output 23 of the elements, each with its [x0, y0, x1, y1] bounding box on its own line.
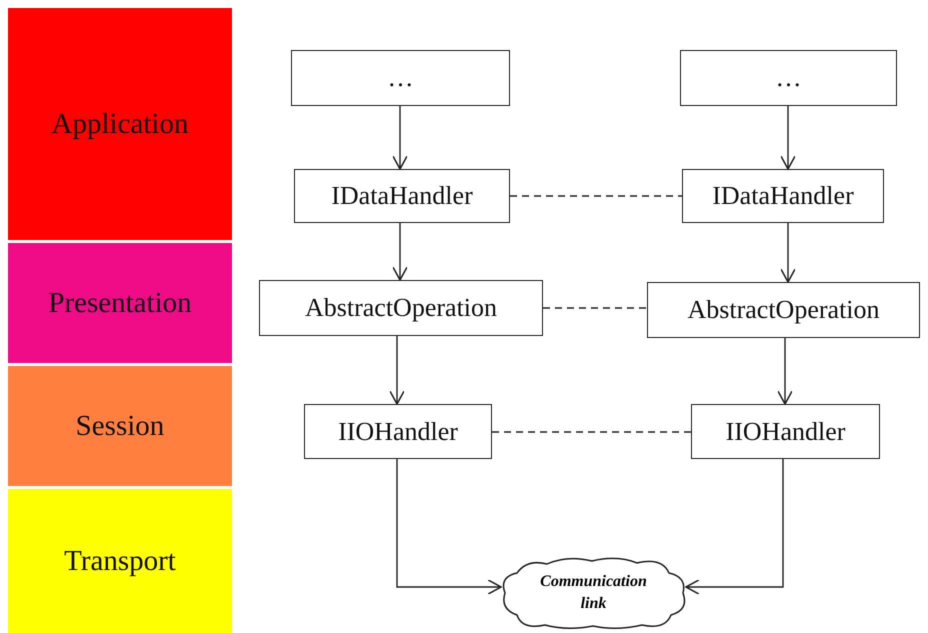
interface-box: IIOHandler: [691, 404, 880, 459]
dashed-line: [492, 431, 691, 433]
class-box: AbstractOperation: [259, 280, 543, 336]
dashed-line: [543, 307, 647, 309]
layer-band: Application: [8, 8, 232, 240]
arrow: [780, 106, 796, 170]
interface-box: IIOHandler: [304, 404, 492, 459]
interface-box: IDataHandler: [682, 169, 884, 223]
interface-box: IDataHandler: [294, 169, 510, 223]
component-box: …: [291, 50, 510, 106]
layer-band: Transport: [8, 489, 232, 633]
arrow: [389, 336, 405, 405]
arrow: [780, 223, 796, 283]
arrow: [685, 459, 784, 595]
class-box: AbstractOperation: [647, 282, 920, 338]
arrow: [777, 338, 793, 405]
dashed-line: [510, 195, 682, 197]
arrow: [392, 223, 408, 281]
arrow: [396, 459, 502, 595]
arrow: [392, 106, 408, 170]
layer-band: Presentation: [8, 243, 232, 363]
layer-band: Session: [8, 366, 232, 486]
component-box: …: [680, 50, 897, 106]
